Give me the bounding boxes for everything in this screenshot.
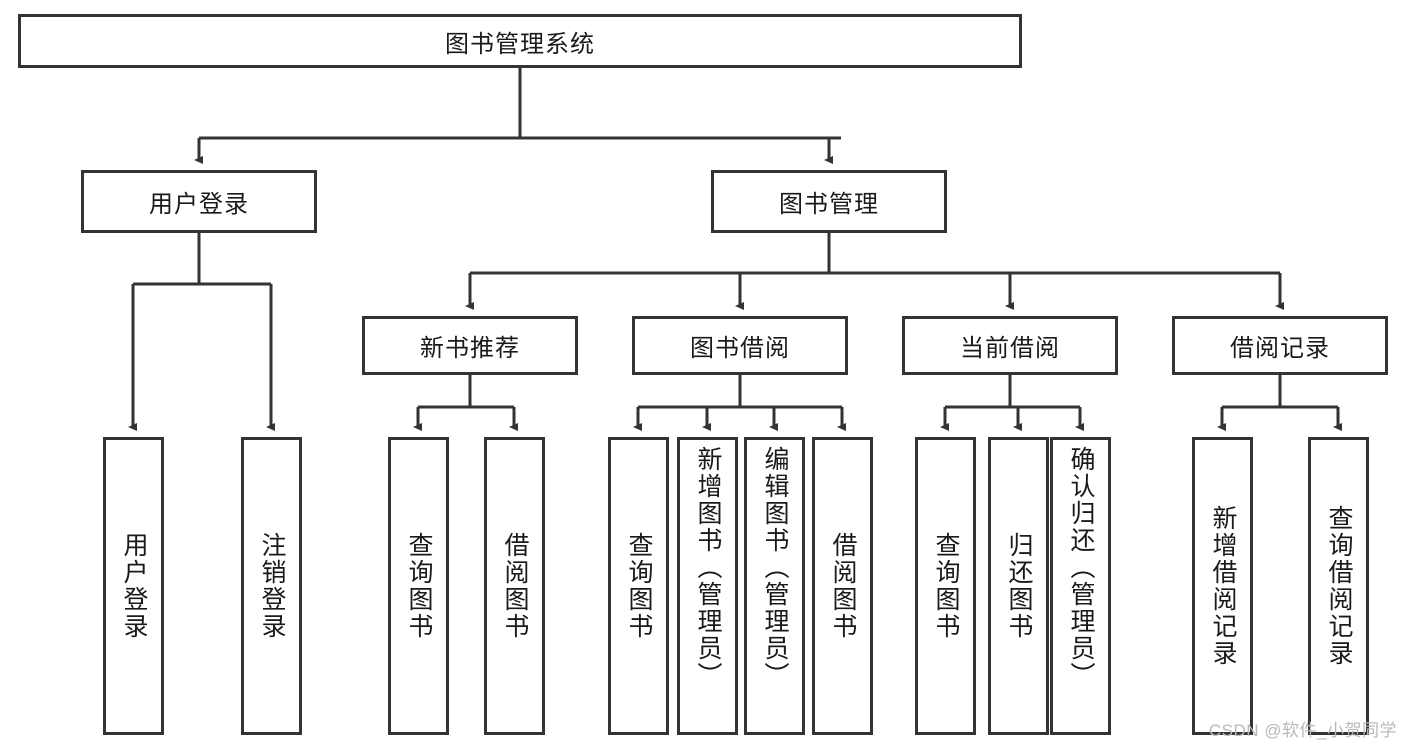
node-root-system[interactable]: 图书管理系统 [18,14,1022,68]
node-label: 归还图书 [1005,532,1033,640]
node-label: 注销登录 [258,532,286,640]
node-leaf-query-borrow-record[interactable]: 查询借阅记录 [1308,437,1369,735]
node-leaf-query-book-current[interactable]: 查询图书 [915,437,976,735]
node-label: 用户登录 [120,532,148,640]
node-leaf-add-borrow-record[interactable]: 新增借阅记录 [1192,437,1253,735]
node-book-borrow[interactable]: 图书借阅 [632,316,848,375]
node-label: 新增借阅记录 [1209,505,1237,667]
node-current-borrow[interactable]: 当前借阅 [902,316,1118,375]
node-label: 新增图书（管理员） [694,446,722,689]
node-label: 编辑图书（管理员） [761,446,789,689]
node-leaf-edit-book-admin[interactable]: 编辑图书（管理员） [744,437,805,735]
watermark-text: CSDN @软件_小贺同学 [1208,721,1397,740]
node-leaf-query-book-recommend[interactable]: 查询图书 [388,437,449,735]
node-borrow-record[interactable]: 借阅记录 [1172,316,1388,375]
node-leaf-confirm-return-admin[interactable]: 确认归还（管理员） [1050,437,1111,735]
node-label: 图书管理 [779,191,879,218]
node-label: 图书管理系统 [445,30,595,58]
node-label: 借阅图书 [501,532,529,640]
node-leaf-query-book-borrow[interactable]: 查询图书 [608,437,669,735]
node-label: 当前借阅 [960,335,1060,362]
node-leaf-borrow-book[interactable]: 借阅图书 [812,437,873,735]
node-book-management[interactable]: 图书管理 [711,170,947,233]
node-label: 查询借阅记录 [1325,505,1353,667]
node-leaf-return-book[interactable]: 归还图书 [988,437,1049,735]
node-label: 用户登录 [149,191,249,218]
node-label: 借阅记录 [1230,335,1330,362]
node-leaf-user-login[interactable]: 用户登录 [103,437,164,735]
node-label: 查询图书 [932,532,960,640]
node-label: 查询图书 [405,532,433,640]
node-label: 借阅图书 [829,532,857,640]
node-label: 确认归还（管理员） [1067,446,1095,689]
node-user-login[interactable]: 用户登录 [81,170,317,233]
node-leaf-borrow-book-recommend[interactable]: 借阅图书 [484,437,545,735]
node-leaf-add-book-admin[interactable]: 新增图书（管理员） [677,437,738,735]
node-label: 新书推荐 [420,335,520,362]
node-leaf-user-logout[interactable]: 注销登录 [241,437,302,735]
node-label: 查询图书 [625,532,653,640]
node-new-book-recommend[interactable]: 新书推荐 [362,316,578,375]
node-label: 图书借阅 [690,335,790,362]
